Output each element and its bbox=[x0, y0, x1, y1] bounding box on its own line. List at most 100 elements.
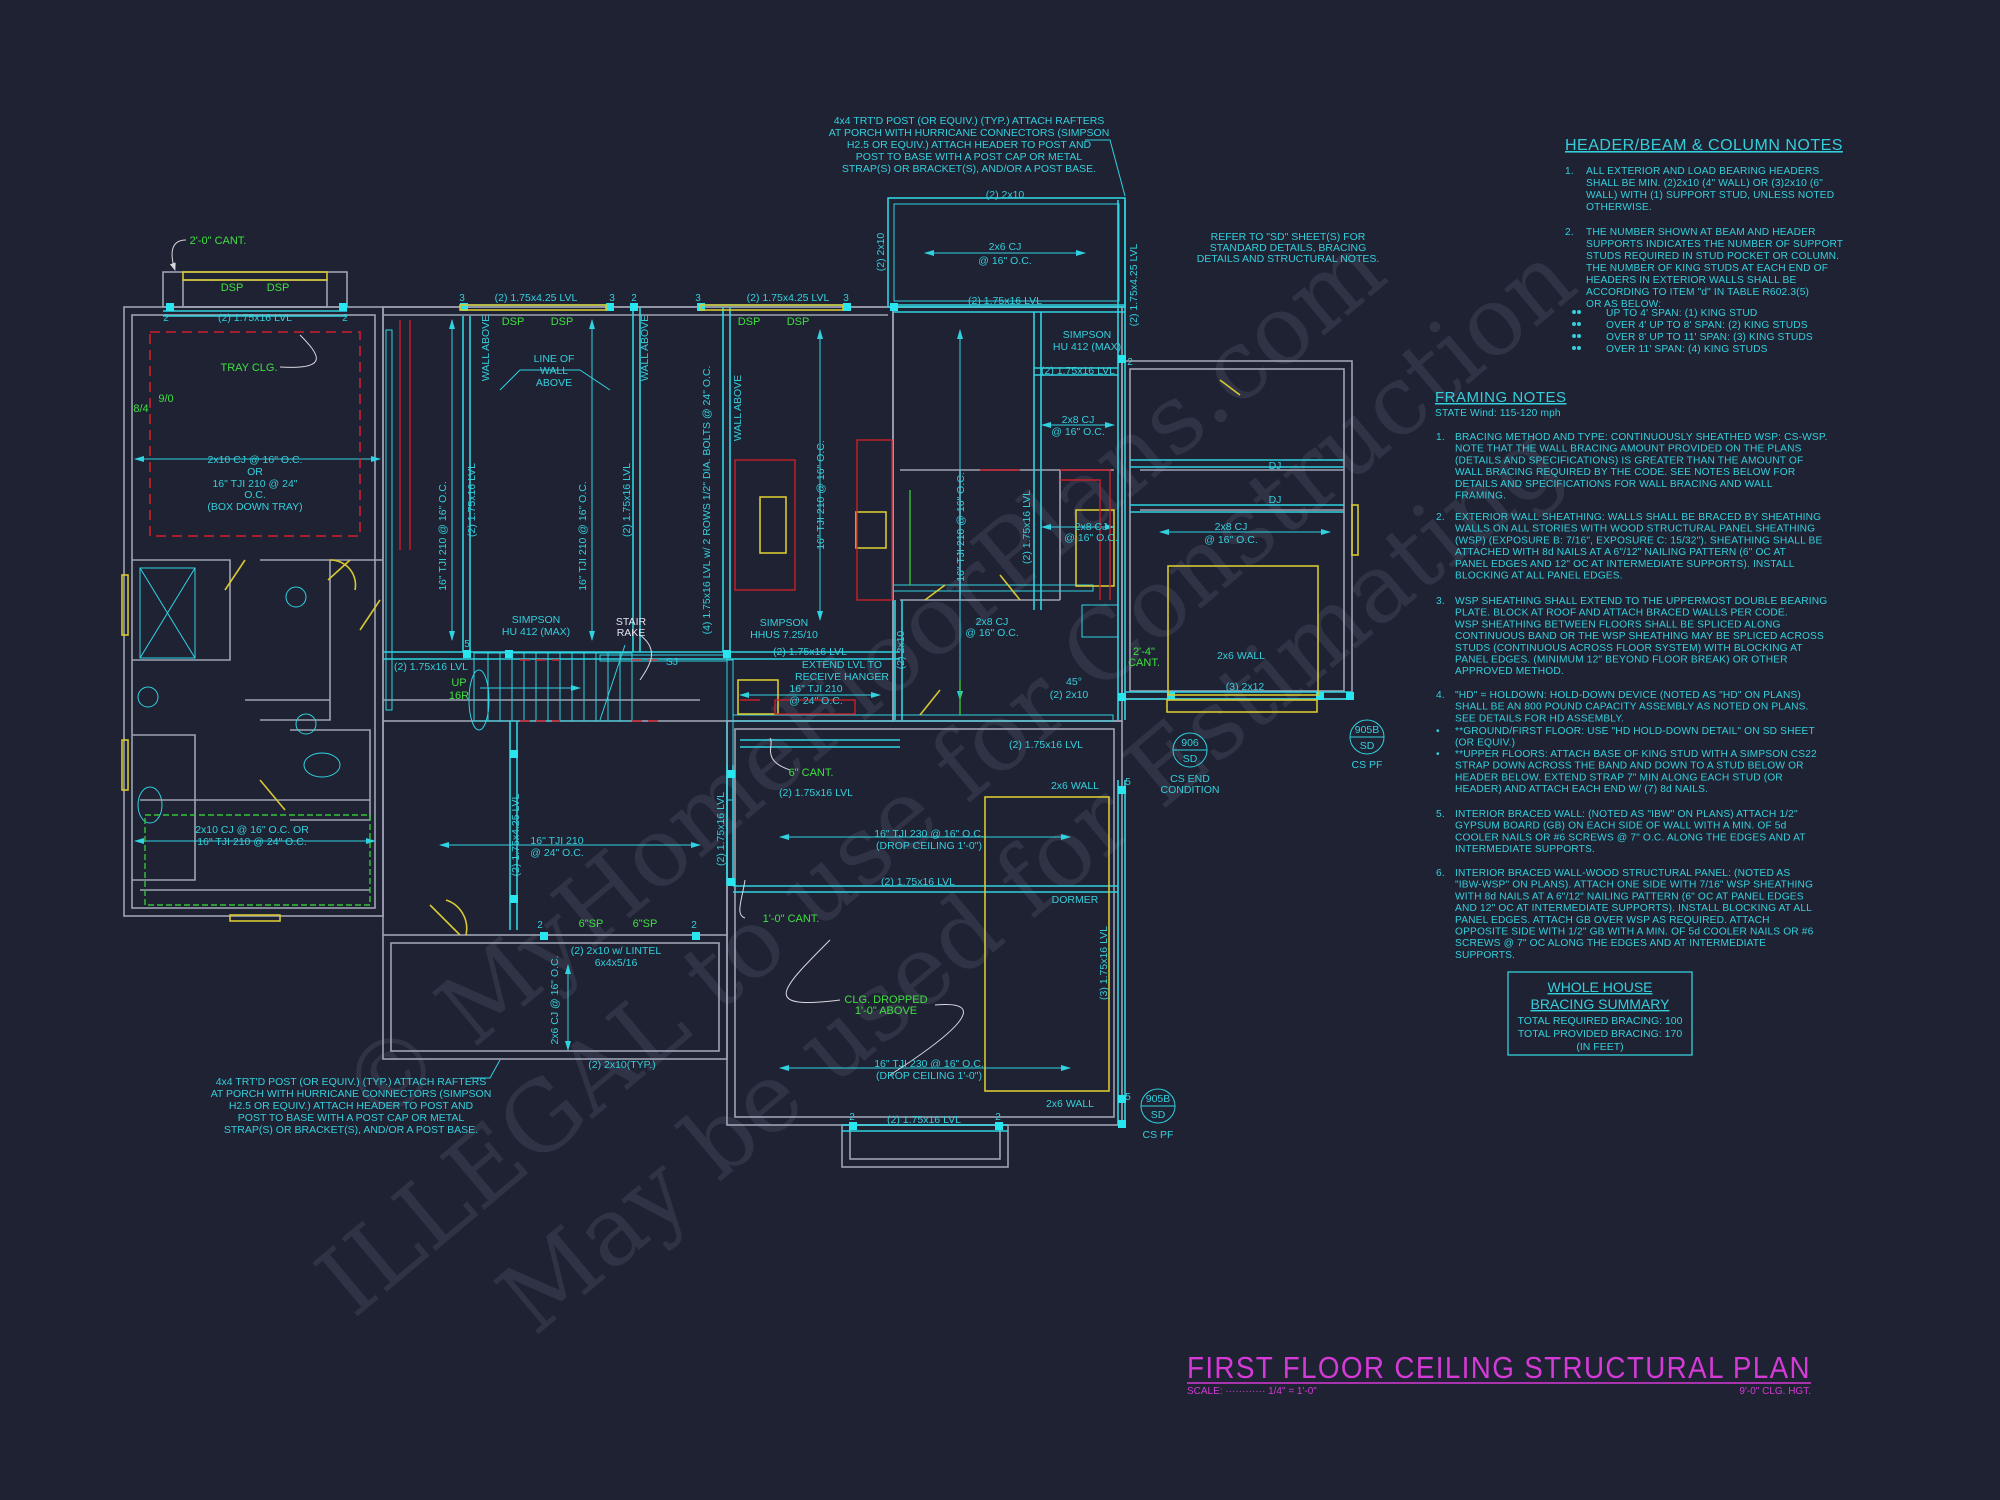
svg-text:WHOLE HOUSE: WHOLE HOUSE bbox=[1547, 979, 1652, 995]
note-line: OPPOSITE SIDE WITH 1/2" GB WITH A MIN. O… bbox=[1455, 927, 1814, 938]
svg-text:DJ: DJ bbox=[1269, 494, 1282, 506]
note-number: 1. bbox=[1436, 432, 1445, 443]
svg-text:16" TJI 210 @ 16" O.C.: 16" TJI 210 @ 16" O.C. bbox=[955, 472, 967, 582]
svg-text:REFER TO "SD" SHEET(S) FOR: REFER TO "SD" SHEET(S) FOR bbox=[1211, 231, 1366, 243]
svg-text:2x10 CJ @ 16" O.C. OR: 2x10 CJ @ 16" O.C. OR bbox=[195, 824, 309, 836]
note-number: 3. bbox=[1436, 596, 1445, 607]
svg-text:HEADERS IN EXTERIOR WALLS SHAL: HEADERS IN EXTERIOR WALLS SHALL BE bbox=[1586, 275, 1796, 286]
scale-label: SCALE: ············ 1/4" = 1'-0" bbox=[1187, 1386, 1317, 1397]
joist-span-arrows bbox=[134, 250, 1331, 1071]
note-line: CONTINUOUS BAND OR THE WSP SHEATHING MAY… bbox=[1455, 631, 1824, 642]
svg-text:2x8 CJ: 2x8 CJ bbox=[1062, 414, 1095, 426]
svg-text:3: 3 bbox=[695, 293, 701, 304]
svg-text:WALL ABOVE: WALL ABOVE bbox=[480, 315, 492, 381]
svg-text:2x6 WALL: 2x6 WALL bbox=[1217, 650, 1265, 662]
note-line: INTERIOR BRACED WALL: (NOTED AS "IBW" ON… bbox=[1455, 809, 1798, 820]
stairs bbox=[468, 644, 633, 731]
svg-text:SHALL BE MIN. (2)2x10 (4" WALL: SHALL BE MIN. (2)2x10 (4" WALL) OR (3)2x… bbox=[1586, 178, 1823, 189]
svg-text:(2) 1.75x16 LVL: (2) 1.75x16 LVL bbox=[779, 787, 853, 799]
svg-text:HU 412 (MAX): HU 412 (MAX) bbox=[1053, 341, 1121, 353]
header-notes-title: HEADER/BEAM & COLUMN NOTES bbox=[1565, 137, 1843, 154]
svg-text:(2) 1.75x4.25 LVL: (2) 1.75x4.25 LVL bbox=[747, 292, 830, 304]
svg-text:DSP: DSP bbox=[787, 316, 810, 328]
svg-text:BRACING SUMMARY: BRACING SUMMARY bbox=[1531, 996, 1671, 1012]
svg-text:(2) 1.75x16 LVL: (2) 1.75x16 LVL bbox=[887, 1114, 961, 1126]
svg-text:ILLEGAL to use for Constructio: ILLEGAL to use for Construction bbox=[296, 222, 1595, 1338]
svg-text:2: 2 bbox=[691, 920, 697, 931]
svg-text:2x6 CJ: 2x6 CJ bbox=[989, 241, 1022, 253]
svg-text:(IN FEET): (IN FEET) bbox=[1576, 1041, 1623, 1053]
svg-text:CS END: CS END bbox=[1170, 773, 1210, 785]
svg-text:2: 2 bbox=[342, 313, 348, 324]
svg-text:WALL ABOVE: WALL ABOVE bbox=[732, 375, 744, 441]
svg-text:4x4 TRT'D POST (OR EQUIV.) (TY: 4x4 TRT'D POST (OR EQUIV.) (TYP.) ATTACH… bbox=[834, 115, 1105, 127]
svg-text:DSP: DSP bbox=[221, 282, 244, 294]
note-line: BRACING METHOD AND TYPE: CONTINUOUSLY SH… bbox=[1455, 432, 1827, 443]
svg-text:(2) 1.75x16 LVL: (2) 1.75x16 LVL bbox=[1009, 739, 1083, 751]
svg-text:ABOVE: ABOVE bbox=[536, 377, 572, 389]
svg-text:OVER 8' UP TO 11' SPAN: (3) KI: OVER 8' UP TO 11' SPAN: (3) KING STUDS bbox=[1606, 332, 1813, 343]
svg-text:2: 2 bbox=[1127, 357, 1133, 368]
note-line: PANEL EDGES. ATTACH GB OVER WSP AS REQUI… bbox=[1455, 915, 1770, 926]
svg-text:(DROP CEILING 1'-0"): (DROP CEILING 1'-0") bbox=[876, 1070, 982, 1082]
posts bbox=[166, 303, 1354, 1130]
note-line: NOTE THAT THE WALL BRACING AMOUNT PROVID… bbox=[1455, 444, 1802, 455]
note-line: WITH 8d NAILS AT A 6"/12" NAILING PATTER… bbox=[1455, 891, 1804, 902]
note-line: "IBW-WSP" ON PLANS). ATTACH ONE SIDE WIT… bbox=[1455, 880, 1813, 891]
refer-note: REFER TO "SD" SHEET(S) FOR STANDARD DETA… bbox=[1197, 231, 1380, 265]
note-line: PANEL EDGES. (MINIMUM 12" BEYOND FLOOR B… bbox=[1455, 655, 1788, 666]
svg-text:16" TJI 230 @ 16" O.C.: 16" TJI 230 @ 16" O.C. bbox=[874, 828, 984, 840]
svg-text:CANT.: CANT. bbox=[1128, 657, 1160, 669]
note-line: AND 12" OC AT INTERMEDIATE SUPPORTS). IN… bbox=[1455, 903, 1812, 914]
svg-text:STAIR: STAIR bbox=[616, 616, 647, 628]
svg-text:SIMPSON: SIMPSON bbox=[512, 614, 560, 626]
cabinets bbox=[399, 320, 1111, 715]
note-line: SUPPORTS. bbox=[1455, 950, 1515, 961]
note-number: 4. bbox=[1436, 690, 1445, 701]
svg-text:OR: OR bbox=[247, 466, 263, 478]
svg-text:(2) 2x10(TYP.): (2) 2x10(TYP.) bbox=[588, 1059, 656, 1071]
svg-text:EXTEND LVL TO: EXTEND LVL TO bbox=[802, 659, 882, 671]
svg-text:(4) 1.75x16 LVL w/ 2 ROWS 1/2": (4) 1.75x16 LVL w/ 2 ROWS 1/2" DIA. BOLT… bbox=[701, 366, 713, 635]
note-line: INTERMEDIATE SUPPORTS. bbox=[1455, 844, 1595, 855]
svg-text:TRAY CLG.: TRAY CLG. bbox=[220, 362, 277, 374]
svg-text:(2) 1.75x16 LVL: (2) 1.75x16 LVL bbox=[773, 646, 847, 658]
svg-text:@ 24" O.C.: @ 24" O.C. bbox=[789, 695, 842, 707]
svg-text:2: 2 bbox=[849, 1112, 855, 1123]
svg-text:HHUS 7.25/10: HHUS 7.25/10 bbox=[750, 629, 818, 641]
svg-text:906: 906 bbox=[1181, 737, 1199, 749]
svg-text:ACCORDING TO ITEM "d" IN TABLE: ACCORDING TO ITEM "d" IN TABLE R602.3(5) bbox=[1586, 287, 1809, 298]
note-number: 6. bbox=[1436, 868, 1445, 879]
svg-text:(2) 2x10: (2) 2x10 bbox=[895, 631, 907, 670]
svg-text:WALL ABOVE: WALL ABOVE bbox=[639, 315, 651, 381]
svg-text:905B: 905B bbox=[1146, 1093, 1171, 1105]
note-line: HEADER) AND ATTACH EACH END W/ (7) 8d NA… bbox=[1455, 784, 1708, 795]
svg-text:2x10 CJ @ 16" O.C.: 2x10 CJ @ 16" O.C. bbox=[208, 454, 303, 466]
svg-text:SIMPSON: SIMPSON bbox=[760, 617, 808, 629]
tray-ceiling-outline bbox=[149, 331, 361, 537]
svg-text:ALL EXTERIOR AND LOAD BEARING: ALL EXTERIOR AND LOAD BEARING HEADERS bbox=[1586, 166, 1819, 177]
svg-text:TOTAL REQUIRED BRACING: 100: TOTAL REQUIRED BRACING: 100 bbox=[1518, 1015, 1683, 1027]
note-line: EXTERIOR WALL SHEATHING: WALLS SHALL BE … bbox=[1455, 512, 1821, 523]
svg-text:2x8 CJ: 2x8 CJ bbox=[976, 616, 1009, 628]
svg-text:2x8 CJ: 2x8 CJ bbox=[1215, 521, 1248, 533]
svg-text:(2) 1.75x16 LVL: (2) 1.75x16 LVL bbox=[715, 792, 727, 866]
svg-text:H2.5 OR EQUIV.) ATTACH HEADER: H2.5 OR EQUIV.) ATTACH HEADER TO POST AN… bbox=[847, 139, 1092, 151]
note-line: SCREWS @ 7" OC ALONG THE EDGES AND AT IN… bbox=[1455, 938, 1766, 949]
cant-label: 2'-0" CANT. bbox=[190, 235, 247, 247]
svg-text:6x4x5/16: 6x4x5/16 bbox=[595, 957, 638, 969]
svg-text:5: 5 bbox=[464, 639, 470, 650]
svg-text:16" TJI 210: 16" TJI 210 bbox=[530, 835, 583, 847]
svg-text:16" TJI 210 @ 24" O.C.: 16" TJI 210 @ 24" O.C. bbox=[197, 836, 307, 848]
note-number: • bbox=[1436, 726, 1440, 737]
svg-text:3: 3 bbox=[609, 293, 615, 304]
svg-text:@ 16" O.C.: @ 16" O.C. bbox=[1064, 532, 1117, 544]
svg-text:16R: 16R bbox=[449, 690, 469, 702]
note-line: (WSP) (EXPOSURE B: 7/16", EXPOSURE C: 15… bbox=[1455, 535, 1822, 546]
svg-text:9/0: 9/0 bbox=[158, 393, 173, 405]
note-number: 5. bbox=[1436, 809, 1445, 820]
svg-text:SD: SD bbox=[1151, 1109, 1166, 1121]
